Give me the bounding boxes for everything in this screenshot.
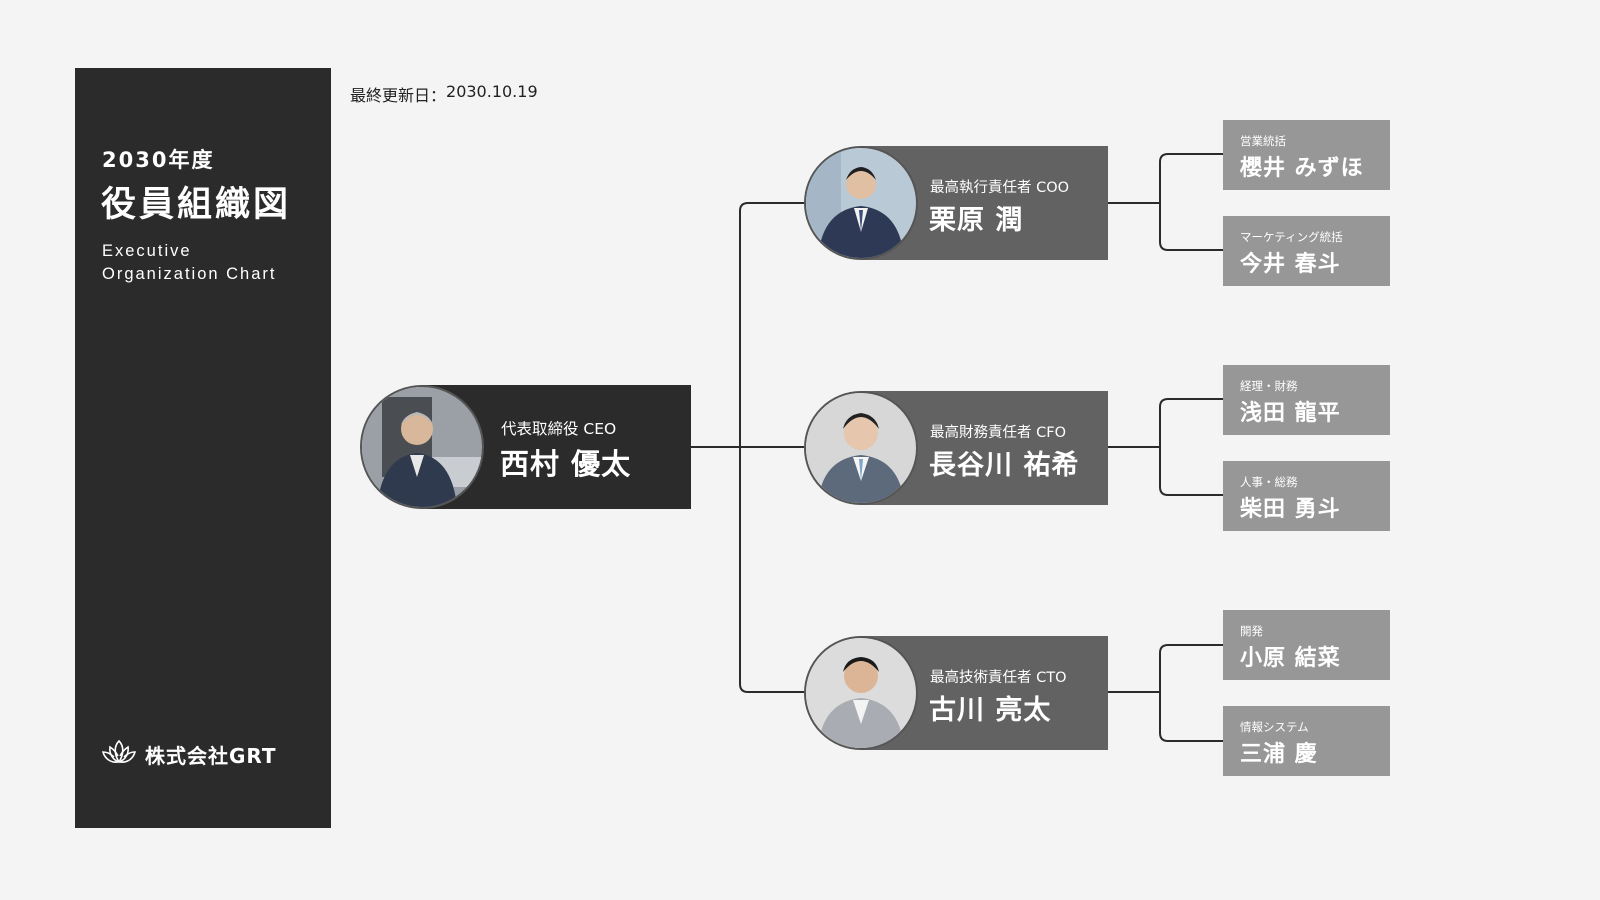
- department-card: マーケティング統括 今井 春斗: [1223, 216, 1390, 286]
- last-updated: 最終更新日： 2030.10.19: [350, 82, 538, 106]
- executive-name: 古川 亮太: [929, 695, 1052, 726]
- executive-role: 最高技術責任者 CTO: [930, 670, 1067, 686]
- executive-role: 最高財務責任者 CFO: [930, 425, 1066, 441]
- last-updated-label: 最終更新日：: [350, 86, 447, 105]
- department-label: マーケティング統括: [1240, 230, 1343, 244]
- department-card: 開発 小原 結菜: [1223, 610, 1390, 680]
- connector-coo-depts: [1108, 153, 1223, 251]
- ceo-name: 西村 優太: [500, 447, 632, 481]
- ceo-photo: [360, 385, 484, 509]
- department-label: 開発: [1240, 624, 1263, 638]
- connector-cto-depts: [1108, 644, 1223, 742]
- ceo-role: 代表取締役 CEO: [501, 420, 617, 438]
- department-label: 情報システム: [1240, 720, 1309, 734]
- department-head-name: 柴田 勇斗: [1240, 497, 1341, 522]
- executive-card-cto: 最高技術責任者 CTO 古川 亮太: [804, 636, 1108, 750]
- department-head-name: 小原 結菜: [1240, 646, 1341, 671]
- department-card: 営業統括 櫻井 みずほ: [1223, 120, 1390, 190]
- last-updated-date: 2030.10.19: [446, 82, 538, 101]
- executive-photo: [804, 391, 918, 505]
- department-head-name: 浅田 龍平: [1240, 401, 1341, 426]
- ceo-card: 代表取締役 CEO 西村 優太: [360, 385, 691, 509]
- chart-subtitle: Executive Organization Chart: [102, 242, 277, 283]
- executive-photo: [804, 636, 918, 750]
- fiscal-year: 2030年度: [102, 148, 215, 172]
- executive-photo: [804, 146, 918, 260]
- department-head-name: 三浦 慶: [1240, 742, 1318, 767]
- department-label: 営業統括: [1240, 134, 1286, 148]
- executive-name: 長谷川 祐希: [929, 450, 1080, 481]
- executive-card-cfo: 最高財務責任者 CFO 長谷川 祐希: [804, 391, 1108, 505]
- department-card: 情報システム 三浦 慶: [1223, 706, 1390, 776]
- department-card: 経理・財務 浅田 龍平: [1223, 365, 1390, 435]
- company-name: 株式会社GRT: [145, 743, 277, 768]
- lotus-icon: [101, 738, 137, 770]
- connector-ceo-executives: [691, 202, 804, 693]
- department-label: 経理・財務: [1240, 379, 1298, 393]
- department-head-name: 櫻井 みずほ: [1240, 156, 1364, 181]
- executive-card-coo: 最高執行責任者 COO 栗原 潤: [804, 146, 1108, 260]
- company-brand: 株式会社GRT: [101, 738, 277, 770]
- sidebar: 2030年度 役員組織図 Executive Organization Char…: [75, 68, 331, 828]
- department-head-name: 今井 春斗: [1240, 252, 1341, 277]
- executive-role: 最高執行責任者 COO: [930, 180, 1070, 196]
- executive-name: 栗原 潤: [929, 205, 1024, 236]
- department-card: 人事・総務 柴田 勇斗: [1223, 461, 1390, 531]
- department-label: 人事・総務: [1240, 475, 1298, 489]
- connector-cfo-depts: [1108, 398, 1223, 496]
- chart-title: 役員組織図: [101, 185, 292, 225]
